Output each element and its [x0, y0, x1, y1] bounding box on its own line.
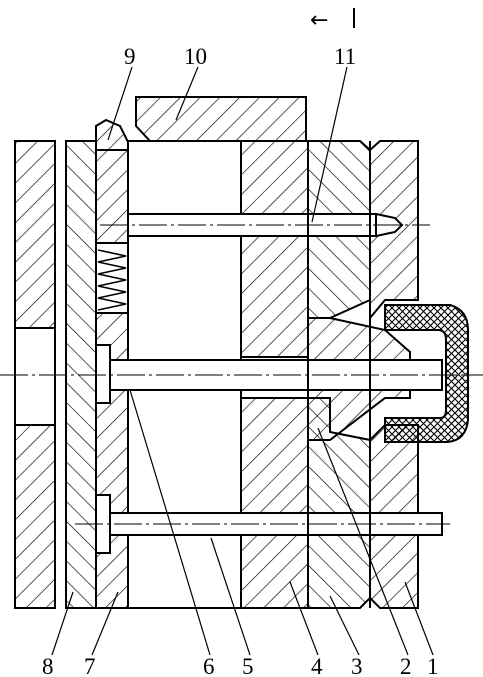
label-6: 6	[203, 654, 215, 677]
label-8: 8	[42, 654, 54, 677]
part-10-top-block	[135, 96, 307, 142]
part-8-clamp-plate	[14, 140, 56, 609]
label-4: 4	[311, 654, 323, 677]
label-7: 7	[84, 654, 96, 677]
label-10: 10	[184, 44, 207, 69]
label-2: 2	[400, 654, 412, 677]
part-4-plate	[240, 140, 309, 609]
direction-arrow-icon: ←	[310, 8, 328, 33]
label-11: 11	[334, 44, 356, 69]
label-9: 9	[124, 44, 136, 69]
spring-icon	[97, 249, 127, 311]
center-lines	[0, 224, 483, 525]
label-5: 5	[242, 654, 254, 677]
part-9-wedge	[95, 118, 129, 151]
leader-lines	[51, 66, 434, 656]
locating-ring	[384, 304, 469, 443]
label-1: 1	[427, 654, 439, 677]
center-rod-head	[95, 344, 111, 404]
label-3: 3	[351, 654, 363, 677]
